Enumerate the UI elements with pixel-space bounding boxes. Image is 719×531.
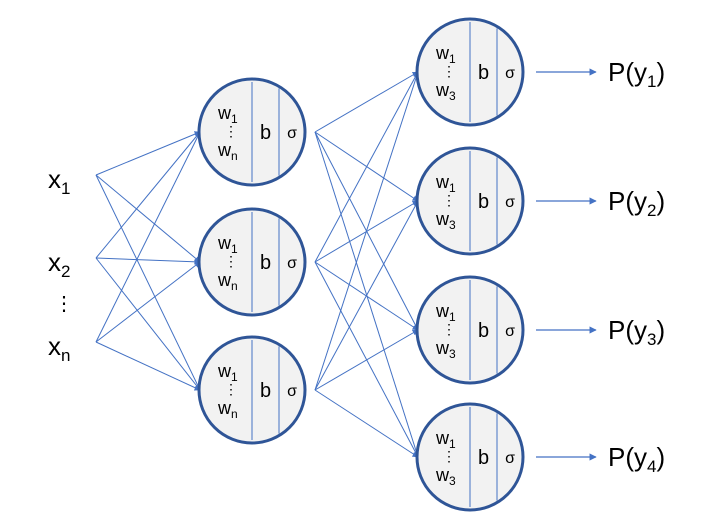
weight-last: w3 [435, 338, 456, 361]
bias-label: b [260, 252, 271, 274]
weight-first: w1 [435, 43, 456, 66]
edge-input-2-to-hidden-3 [95, 257, 201, 391]
bias-label: b [478, 62, 489, 84]
weight-last: w3 [435, 209, 456, 232]
edge-input-1-to-hidden-2 [95, 174, 201, 263]
edge-input-1-to-hidden-1 [95, 131, 201, 176]
edge-hidden-2-to-output-1 [314, 71, 419, 263]
weight-first: w1 [217, 361, 238, 384]
weight-ellipsis: ⋮ [224, 381, 238, 397]
edge-hidden-3-to-output-4 [314, 389, 419, 458]
input-label-2: x2 [48, 247, 70, 281]
input-ellipsis: ⋮ [54, 293, 74, 315]
bias-label: b [478, 320, 489, 342]
edge-input-2-to-hidden-2 [95, 257, 201, 265]
activation-label: σ [505, 323, 515, 340]
activation-label: σ [505, 65, 515, 82]
output-label-3: P(y3) [608, 315, 665, 349]
bias-label: b [478, 191, 489, 213]
weight-last: w3 [435, 465, 456, 488]
weight-first: w1 [435, 172, 456, 195]
output-label-4: P(y4) [608, 442, 665, 476]
edge-input-1-to-hidden-3 [95, 174, 201, 391]
weight-last: wn [217, 270, 238, 293]
input-label-1: x1 [48, 164, 70, 198]
connections [95, 68, 597, 461]
weight-last: wn [217, 398, 238, 421]
weight-last: wn [217, 140, 238, 163]
edge-hidden-3-to-output-1 [314, 71, 420, 391]
bias-label: b [478, 447, 489, 469]
weight-ellipsis: ⋮ [442, 63, 456, 79]
weight-ellipsis: ⋮ [224, 253, 238, 269]
weight-first: w1 [435, 301, 456, 324]
weight-ellipsis: ⋮ [224, 123, 238, 139]
labels: x1 x2 xn ⋮ P(y1) P(y2) P(y3) P(y4) [48, 57, 665, 476]
edge-hidden-1-to-output-1 [314, 71, 419, 133]
weight-last: w3 [435, 80, 456, 103]
edge-input-3-to-hidden-2 [95, 261, 201, 343]
activation-label: σ [287, 255, 297, 272]
weight-ellipsis: ⋮ [442, 321, 456, 337]
edge-input-2-to-hidden-1 [95, 131, 201, 259]
input-label-3: xn [48, 331, 70, 365]
weight-first: w1 [217, 103, 238, 126]
bias-label: b [260, 122, 271, 144]
weight-first: w1 [217, 233, 238, 256]
weight-ellipsis: ⋮ [442, 192, 456, 208]
activation-label: σ [505, 194, 515, 211]
edge-input-3-to-hidden-1 [95, 131, 201, 343]
activation-label: σ [287, 383, 297, 400]
edge-hidden-3-to-output-3 [314, 329, 419, 391]
weight-ellipsis: ⋮ [442, 448, 456, 464]
edge-hidden-3-to-output-2 [314, 200, 419, 391]
bias-label: b [260, 380, 271, 402]
activation-label: σ [287, 125, 297, 142]
output-label-2: P(y2) [608, 186, 665, 220]
activation-label: σ [505, 450, 515, 467]
weight-first: w1 [435, 428, 456, 451]
output-label-1: P(y1) [608, 57, 665, 91]
edge-input-3-to-hidden-3 [95, 341, 201, 391]
